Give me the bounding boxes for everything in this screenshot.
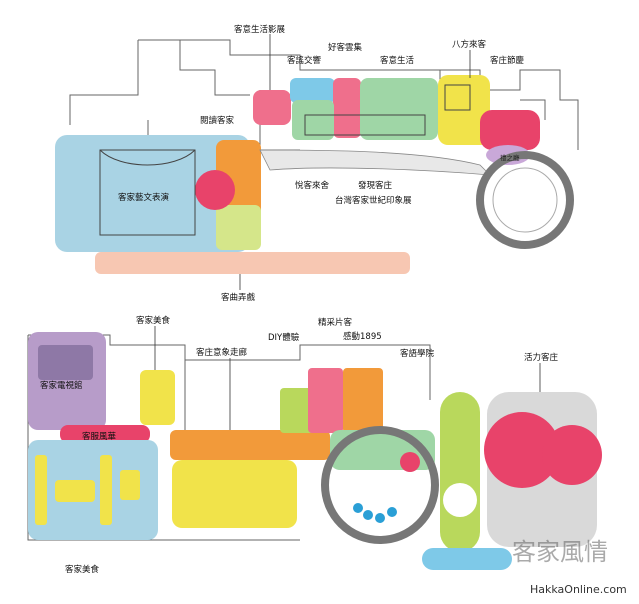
rotunda-ring	[476, 151, 574, 249]
zone-small-red	[400, 452, 420, 472]
zone-hakka-style[interactable]	[60, 425, 150, 443]
watermark: 客家風情 HakkaOnline.com	[512, 538, 627, 596]
zone-hakka-opera-lane[interactable]	[95, 252, 410, 274]
dining-tables	[35, 455, 140, 525]
curved-corridor	[259, 149, 492, 176]
zone-hakka-tv-inner	[38, 345, 93, 380]
label-hakka-art-performance: 客家藝文表演	[118, 192, 170, 203]
zone-hakka-rhythm[interactable]	[290, 78, 335, 103]
zone-hakka-festival[interactable]	[480, 110, 540, 150]
zone-pink-small	[253, 90, 291, 125]
zone-hakka-art-performance[interactable]	[55, 135, 250, 252]
label-hakka-life: 客意生活	[380, 55, 415, 66]
label-discover-hakka: 發現客庄	[358, 180, 393, 191]
watermark-text: HakkaOnline.com	[530, 583, 627, 596]
label-taiwan-hakka-century: 台灣客家世紀印象展	[335, 195, 412, 206]
zone-highlights[interactable]	[308, 368, 343, 433]
label-hakka-opera-lane: 客曲弄戲	[221, 292, 256, 303]
label-hakka-cuisine-bottom: 客家美食	[65, 564, 100, 575]
zone-hakka-life[interactable]	[360, 78, 438, 140]
zone-vibrant-circle-right	[542, 425, 602, 485]
label-hakka-image-corridor: 客庄意象走廊	[196, 347, 248, 358]
label-hakka-language-academy: 客語學院	[400, 348, 435, 359]
label-moved-1895: 感動1895	[343, 331, 382, 342]
zone-good-hakka-gathering[interactable]	[333, 78, 361, 138]
label-hakka-tv: 客家電視館	[40, 380, 83, 391]
upper-floor: 客意生活影展 好客雲集 客謠交響 客意生活 八方來客 客庄節慶 閱讀客家 客家藝…	[55, 24, 579, 303]
zone-hakka-image-corridor[interactable]	[170, 430, 330, 460]
label-hakka-style: 客服風華	[82, 431, 117, 442]
zone-green-hole	[443, 483, 477, 517]
lower-floor: 客家美食 客家電視館 客服風華 客家美食 客庄意象走廊 DIY體驗 精采片客 感…	[27, 315, 602, 575]
label-good-hakka-gathering: 好客雲集	[328, 42, 363, 53]
label-diy: DIY體驗	[268, 332, 300, 343]
lower-rotunda	[321, 426, 439, 544]
label-hakka-festival: 客庄節慶	[490, 55, 525, 66]
watermark-logo-text: 客家風情	[512, 538, 608, 566]
blue-seats	[353, 503, 397, 523]
zone-moved-1895[interactable]	[343, 368, 383, 433]
zone-green-pillar	[440, 392, 480, 552]
zone-diy[interactable]	[280, 388, 315, 433]
label-vibrant-hakka-village: 活力客庄	[524, 352, 559, 363]
label-hakka-rhythm: 客謠交響	[287, 55, 322, 66]
zone-blue-pill	[422, 548, 512, 570]
rotunda-inner	[492, 167, 558, 233]
label-joyful-hakka: 悅客來舍	[295, 180, 330, 191]
label-hakka-cuisine-top: 客家美食	[136, 315, 171, 326]
zone-hakka-rhythm-green	[292, 100, 334, 140]
label-four-directions: 八方來客	[452, 39, 487, 50]
zone-hakka-cuisine-top[interactable]	[140, 370, 175, 425]
zone-joyful-area[interactable]	[216, 205, 261, 250]
label-hakka-life-gallery: 客意生活影展	[234, 24, 286, 35]
label-small-room: 禮之廳	[500, 153, 520, 162]
label-highlights: 精采片客	[318, 317, 353, 328]
zone-circle-red	[195, 170, 235, 210]
label-reading-hakka: 閱讀客家	[200, 115, 235, 126]
zone-vibrant-circle-left	[484, 412, 560, 488]
zone-yellow-hall	[172, 460, 297, 528]
